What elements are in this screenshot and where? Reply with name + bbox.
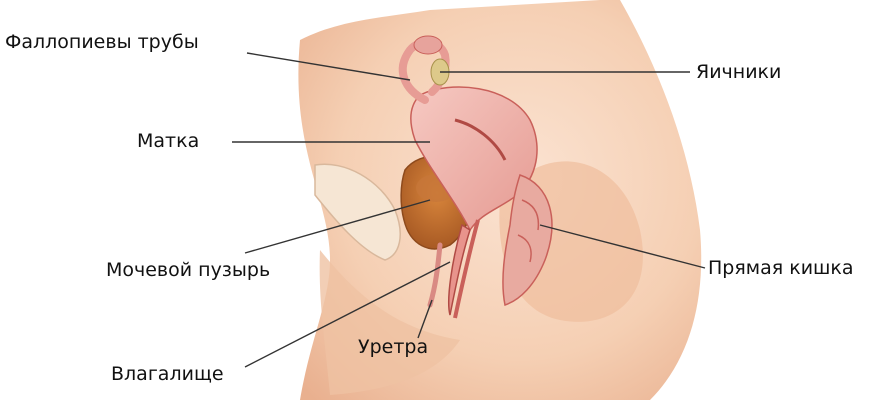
fimbriae-shape (414, 36, 442, 54)
label-fallopian-tubes: Фаллопиевы трубы (5, 33, 199, 52)
label-ovaries: Яичники (696, 63, 781, 82)
label-rectum: Прямая кишка (708, 259, 854, 278)
label-uterus: Матка (137, 132, 199, 151)
label-urethra: Уретра (358, 338, 428, 357)
label-bladder: Мочевой пузырь (106, 261, 270, 280)
label-vagina: Влагалище (111, 365, 224, 384)
